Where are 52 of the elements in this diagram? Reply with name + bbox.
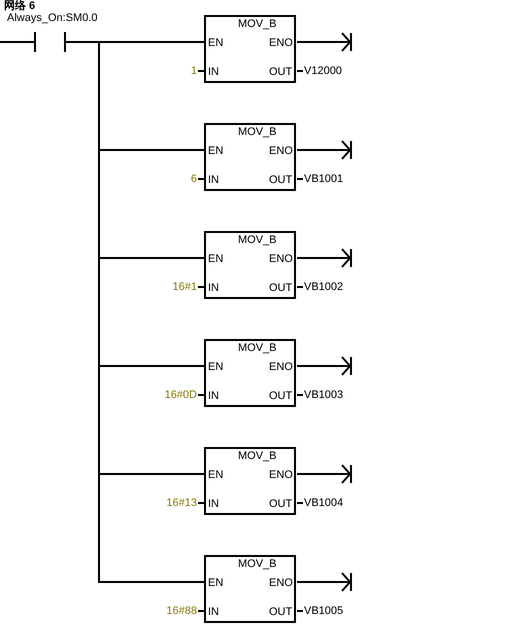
pin-label: ENO	[269, 361, 293, 373]
pin-label: OUT	[269, 390, 292, 402]
output-address: VB1002	[304, 281, 344, 293]
pin-label: IN	[208, 498, 219, 510]
pin-label: OUT	[269, 174, 292, 186]
pin-label: ENO	[269, 37, 293, 49]
contact-symbol	[34, 32, 66, 52]
pin-label: ENO	[269, 577, 293, 589]
contact-label: Always_On:SM0.0	[7, 12, 98, 24]
output-address: VB1003	[304, 389, 344, 401]
pin-label: ENO	[269, 253, 293, 265]
pin-label: OUT	[269, 66, 292, 78]
input-value: 16#13	[166, 497, 197, 509]
pin-label: IN	[208, 606, 219, 618]
network-title: 网络 6	[4, 0, 36, 12]
pin-label: EN	[208, 469, 224, 481]
pin-label: OUT	[269, 606, 292, 618]
input-value: 6	[190, 173, 197, 185]
pin-label: OUT	[269, 498, 292, 510]
function-block	[204, 339, 296, 407]
function-block	[204, 123, 296, 191]
output-address: VB1004	[304, 497, 344, 509]
block-name: MOV_B	[238, 18, 277, 30]
pin-label: IN	[208, 174, 219, 186]
pin-label: OUT	[269, 282, 292, 294]
function-block	[204, 231, 296, 299]
pin-label: EN	[208, 577, 224, 589]
input-value: 16#0D	[164, 389, 197, 401]
input-value: 16#88	[166, 605, 197, 617]
pin-label: EN	[208, 145, 224, 157]
output-address: V12000	[304, 65, 342, 77]
pin-label: IN	[208, 66, 219, 78]
block-name: MOV_B	[238, 450, 277, 462]
block-name: MOV_B	[238, 558, 277, 570]
block-name: MOV_B	[238, 342, 277, 354]
function-block	[204, 447, 296, 515]
pin-label: IN	[208, 282, 219, 294]
pin-label: ENO	[269, 145, 293, 157]
wire	[66, 41, 204, 583]
output-address: VB1005	[304, 605, 344, 617]
pin-label: EN	[208, 253, 224, 265]
function-block	[204, 15, 296, 83]
pin-label: EN	[208, 361, 224, 373]
input-value: 1	[190, 65, 197, 77]
block-name: MOV_B	[238, 234, 277, 246]
pin-label: IN	[208, 390, 219, 402]
pin-label: EN	[208, 37, 224, 49]
input-value: 16#1	[172, 281, 197, 293]
function-block	[204, 555, 296, 623]
block-name: MOV_B	[238, 126, 277, 138]
output-address: VB1001	[304, 173, 344, 185]
pin-label: ENO	[269, 469, 293, 481]
